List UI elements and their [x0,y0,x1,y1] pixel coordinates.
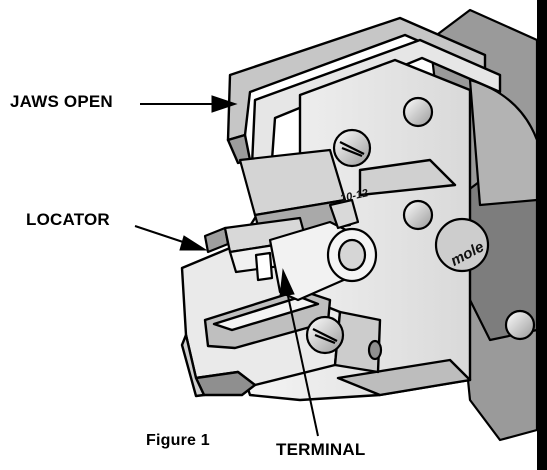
brand-disc: mole [434,217,490,273]
screw-right-upper [402,96,434,128]
locator-leader [134,225,208,251]
frame-hole [367,339,383,361]
wire-size-label: 10-12 [339,187,369,205]
screws [305,96,536,361]
terminal-label: TERMINAL [276,440,366,459]
terminal [268,198,378,302]
right-border [537,0,547,470]
screw-right-middle [402,199,434,231]
jaws-open-leader [140,95,238,113]
leader-lines [134,95,319,437]
locator-label: LOCATOR [26,210,110,229]
screw-upper [332,128,372,168]
screw-lower [305,315,345,355]
terminal-leader [279,268,319,437]
screw-right-lower [504,309,536,341]
jaws-open-label: JAWS OPEN [10,92,113,111]
figure-caption: Figure 1 [146,432,210,449]
